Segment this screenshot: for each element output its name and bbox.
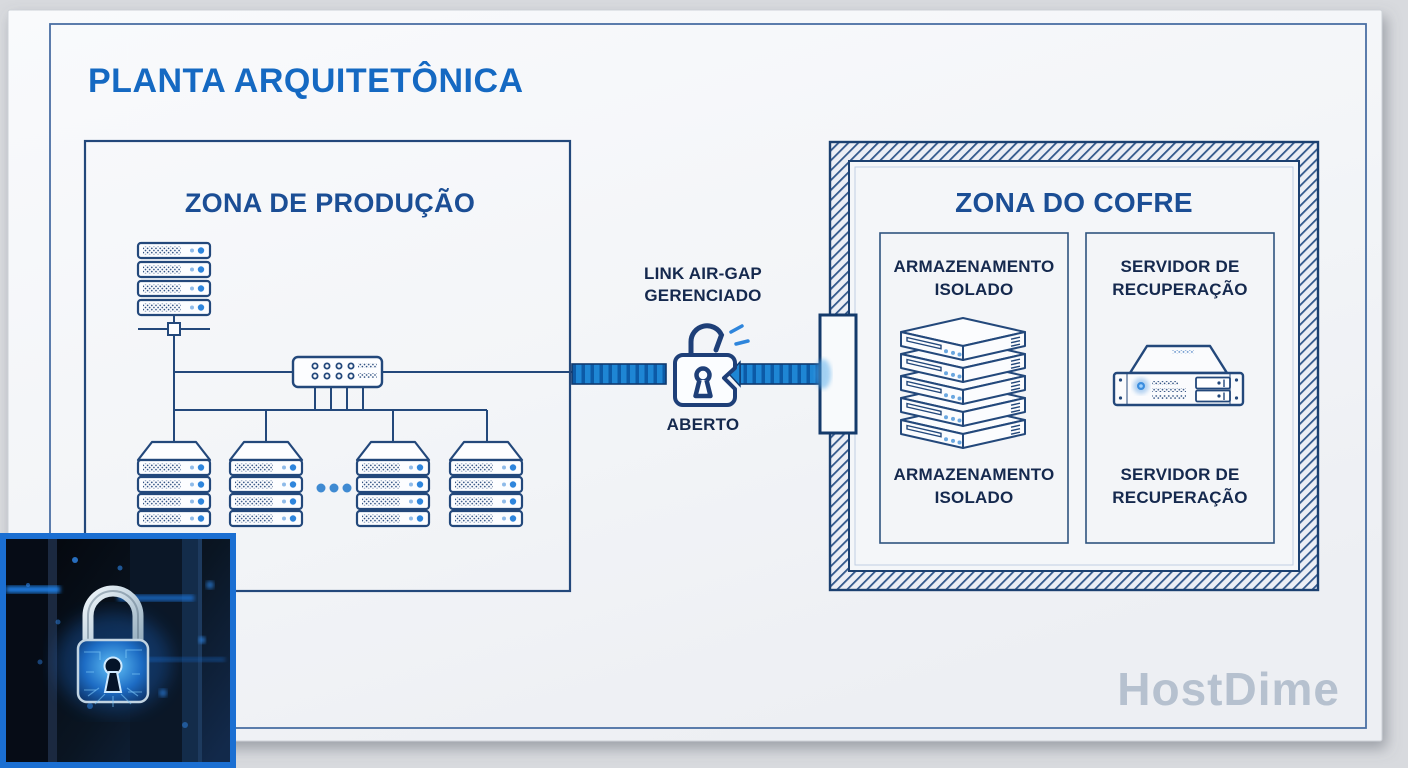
storage-label-bottom-2: ISOLADO [935, 488, 1014, 507]
recovery-server-box: SERVIDOR DE RECUPERAÇÃO SERV [1085, 232, 1275, 544]
server-rack-icon [138, 442, 210, 526]
recovery-label-top-1: SERVIDOR DE [1120, 257, 1239, 276]
isolated-storage-box: ARMAZENAMENTO ISOLADO ARMAZENAMENTO ISOL… [879, 232, 1069, 544]
airgap-status: ABERTO [667, 415, 740, 434]
padlock-shackle [688, 323, 725, 359]
open-padlock-icon [673, 323, 750, 407]
storage-label-top-2: ISOLADO [935, 280, 1014, 299]
server-rack-icon [230, 442, 302, 526]
hostdime-logo: HostDime [1117, 663, 1340, 715]
airgap-label-line1: LINK AIR-GAP [644, 264, 762, 283]
glowing-padlock-photo [0, 533, 236, 768]
airgap-label-line2: GERENCIADO [644, 286, 761, 305]
airgap-cable-right [728, 360, 823, 388]
network-switch-icon [291, 355, 384, 389]
vault-zone: ZONA DO COFRE ARMAZENAMENTO ISOLADO ARMA… [815, 140, 1320, 592]
page-border [49, 23, 1367, 729]
more-racks-ellipsis [316, 483, 352, 493]
server-rack-icon-row [138, 442, 522, 526]
storage-label-bottom-1: ARMAZENAMENTO [894, 465, 1055, 484]
recovery-label-bottom-1: SERVIDOR DE [1120, 465, 1239, 484]
production-zone-border [83, 139, 572, 593]
wall-gate [815, 313, 858, 435]
photo-frame [0, 533, 236, 768]
recovery-label-bottom-2: RECUPERAÇÃO [1112, 487, 1247, 507]
production-zone-title: ZONA DE PRODUÇÃO [185, 187, 475, 218]
airgap-cable-left [571, 363, 667, 385]
spark-icon [729, 324, 750, 346]
server-rack-icon [357, 442, 429, 526]
vault-zone-title: ZONA DO COFRE [955, 187, 1193, 218]
storage-label-top-1: ARMAZENAMENTO [894, 257, 1055, 276]
network-node-icon [167, 322, 181, 336]
rack-server-icon [1112, 344, 1245, 407]
airgap-link: LINK AIR-GAP GERENCIADO ABERTO [571, 264, 823, 434]
server-rack-icon [450, 442, 522, 526]
recovery-label-top-2: RECUPERAÇÃO [1112, 279, 1247, 299]
production-zone: ZONA DE PRODUÇÃO [83, 139, 572, 593]
keyhole-slot [693, 379, 713, 399]
isometric-storage-stack-icon [900, 317, 1026, 449]
page-title: PLANTA ARQUITETÔNICA [88, 61, 524, 100]
